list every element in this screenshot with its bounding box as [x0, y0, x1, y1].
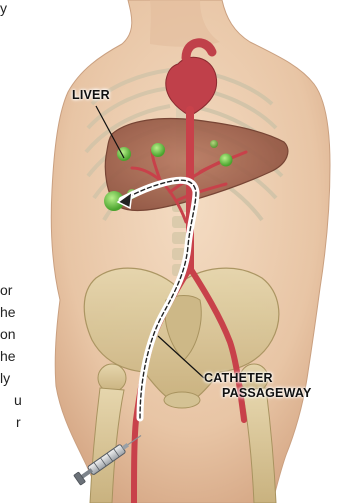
- cropped-text-line: or: [0, 282, 12, 298]
- cropped-text-line: on: [0, 326, 16, 342]
- cropped-text-top: y: [0, 0, 7, 16]
- catheter-label-line2: PASSAGEWAY: [222, 386, 312, 400]
- cropped-text-line: he: [0, 304, 16, 320]
- cropped-text-line: ly: [0, 370, 10, 386]
- cropped-text-line: he: [0, 348, 16, 364]
- cropped-text-line: r: [16, 414, 21, 430]
- pubic-symphysis: [164, 392, 200, 408]
- cropped-text-line: u: [14, 392, 22, 408]
- catheter-label-line1: CATHETER: [204, 371, 273, 385]
- liver-label: LIVER: [72, 88, 110, 102]
